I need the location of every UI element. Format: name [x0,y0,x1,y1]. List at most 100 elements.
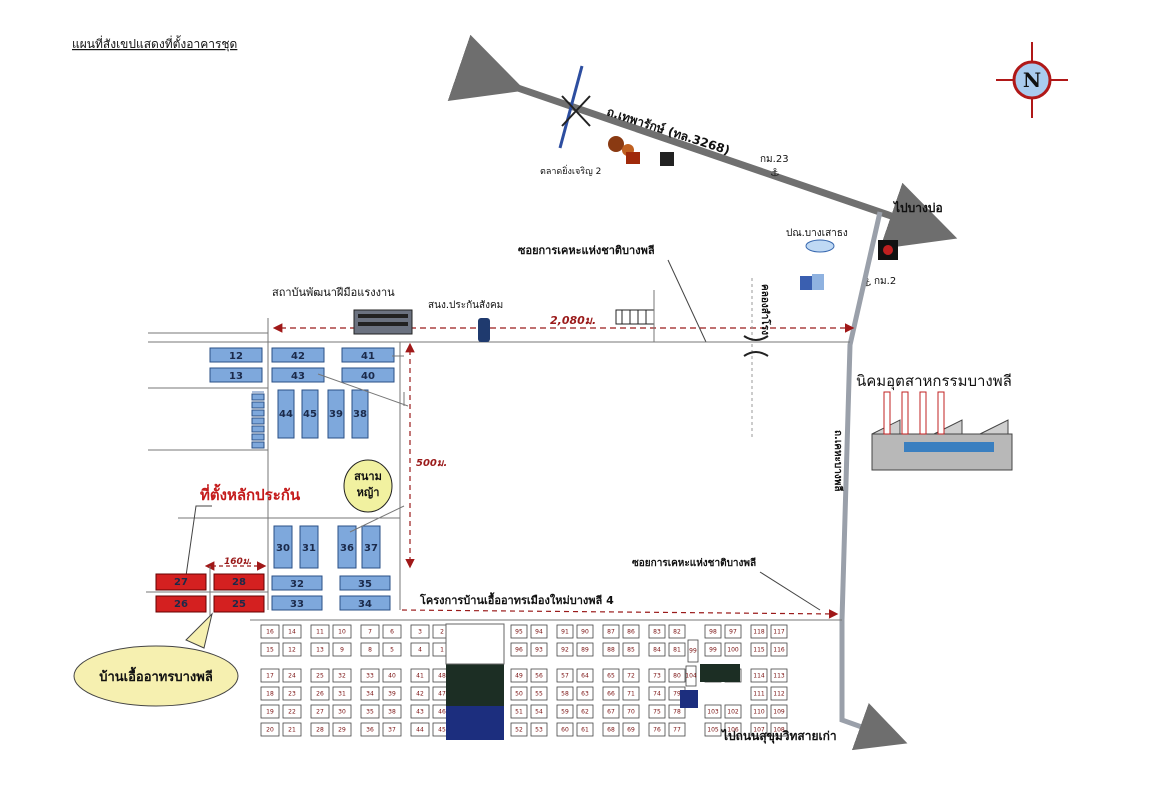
collateral-block-27: 27 [155,573,207,591]
plot-109: 109 [770,704,788,719]
svg-text:12: 12 [288,647,296,654]
svg-text:41: 41 [361,351,375,362]
market-icon [608,136,674,166]
field-label-2: หญ้า [357,486,380,499]
plot-54: 54 [530,704,548,719]
svg-text:84: 84 [653,647,661,654]
svg-text:39: 39 [329,409,343,420]
svg-text:28: 28 [232,577,246,588]
svg-text:90: 90 [581,629,589,636]
plot-30: 30 [332,704,352,719]
plot-89: 89 [576,642,594,657]
plot-105: 105 [704,722,722,737]
plot-33: 33 [360,668,380,683]
svg-text:45: 45 [438,727,446,734]
svg-text:44: 44 [416,727,424,734]
plot-71: 71 [622,686,640,701]
block-13: 13 [209,367,263,383]
svg-text:108: 108 [773,727,785,734]
dark-green-block-right [700,664,740,682]
plot-60: 60 [556,722,574,737]
svg-text:36: 36 [340,543,354,554]
svg-text:35: 35 [358,579,372,590]
collateral-block-25: 25 [213,595,265,613]
svg-text:14: 14 [288,629,296,636]
plot-92: 92 [556,642,574,657]
plot-117: 117 [770,624,788,639]
svg-text:26: 26 [316,691,324,698]
plot-103: 103 [704,704,722,719]
post-office-icon [800,239,835,290]
plot-104: 104 [685,665,697,687]
plot-16: 16 [260,624,280,639]
factory-icon [871,391,1013,471]
skill-institute-label: สถาบันพัฒนาฝีมือแรงงาน [272,286,395,299]
km2-marker-icon: ⚓ [862,276,872,289]
svg-text:114: 114 [753,673,765,680]
block-31: 31 [299,525,319,569]
block-39: 39 [327,389,345,439]
svg-text:109: 109 [773,709,785,716]
plot-5: 5 [382,642,402,657]
plot-12: 12 [282,642,302,657]
block-41: 41 [341,347,395,363]
svg-text:15: 15 [266,647,274,654]
plot-114: 114 [750,668,768,683]
svg-text:82: 82 [673,629,681,636]
collateral-block-28: 28 [213,573,265,591]
svg-text:67: 67 [607,709,615,716]
svg-text:94: 94 [535,629,543,636]
block-35: 35 [339,575,391,591]
plot-41: 41 [410,668,430,683]
svg-text:9: 9 [340,647,344,654]
svg-text:8: 8 [368,647,372,654]
svg-text:6: 6 [390,629,394,636]
svg-text:41: 41 [416,673,424,680]
thepa-road [839,211,908,751]
plot-55: 55 [530,686,548,701]
svg-text:4: 4 [418,647,422,654]
plot-52: 52 [510,722,528,737]
plot-100: 100 [724,642,742,657]
plot-35: 35 [360,704,380,719]
plot-21: 21 [282,722,302,737]
soi-bottom-label: ซอยการเคหะแห่งชาติบางพลี [632,557,756,569]
svg-text:117: 117 [773,629,785,636]
svg-text:37: 37 [364,543,378,554]
dark-blue-block [446,706,504,740]
svg-text:58: 58 [561,691,569,698]
svg-text:34: 34 [366,691,374,698]
north-label: N [1023,68,1041,92]
svg-text:103: 103 [707,709,719,716]
plot-25: 25 [310,668,330,683]
plot-49: 49 [510,668,528,683]
plot-51: 51 [510,704,528,719]
svg-text:30: 30 [338,709,346,716]
svg-text:32: 32 [290,579,304,590]
plot-72: 72 [622,668,640,683]
skill-institute-icon [353,309,413,335]
block-36: 36 [337,525,357,569]
plot-80: 80 [668,668,686,683]
svg-text:105: 105 [707,727,719,734]
svg-text:1: 1 [440,647,444,654]
plot-63: 63 [576,686,594,701]
svg-text:93: 93 [535,647,543,654]
north-arrow-icon: N [996,42,1068,118]
plot-93: 93 [530,642,548,657]
block-40: 40 [341,367,395,383]
svg-text:21: 21 [288,727,296,734]
svg-text:45: 45 [303,409,317,420]
km23-label: กม.23 [760,154,789,165]
plot-69: 69 [622,722,640,737]
svg-text:19: 19 [266,709,274,716]
plot-77: 77 [668,722,686,737]
plot-58: 58 [556,686,574,701]
svg-text:20: 20 [266,727,274,734]
svg-text:52: 52 [515,727,523,734]
plot-11: 11 [310,624,330,639]
plot-97: 97 [724,624,742,639]
svg-text:43: 43 [291,371,305,382]
plot-65: 65 [602,668,620,683]
